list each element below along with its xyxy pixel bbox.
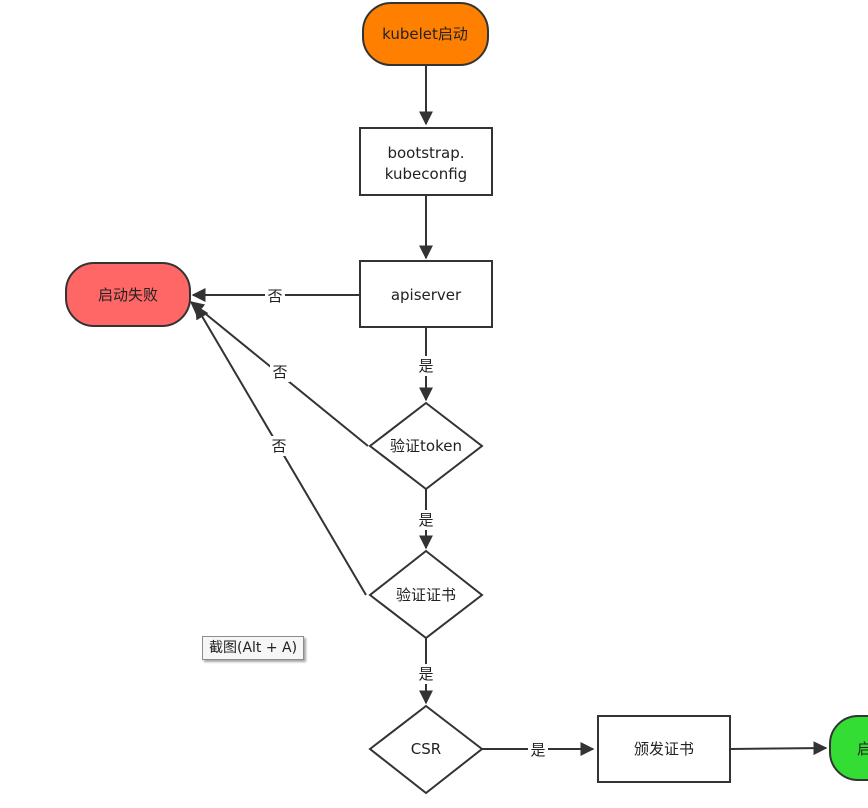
node-verify-cert-label: 验证证书 — [396, 586, 456, 604]
edge-labels: 是 是 是 是 否 否 否 — [265, 286, 548, 759]
node-bootstrap-label-line1: bootstrap. — [387, 144, 464, 162]
node-apiserver: apiserver — [359, 260, 493, 328]
label-yes-token: 是 — [418, 511, 433, 529]
label-no-cert: 否 — [271, 437, 286, 455]
node-verify-token-label: 验证token — [390, 437, 462, 455]
label-yes-csr: 是 — [530, 741, 545, 759]
edge-issue-to-success — [729, 741, 828, 756]
label-no-token: 否 — [272, 363, 287, 381]
node-apiserver-label: apiserver — [391, 286, 462, 304]
node-kubelet-start: kubelet启动 — [362, 2, 489, 66]
label-yes-cert: 是 — [418, 665, 433, 683]
node-csr: CSR — [368, 704, 484, 795]
node-verify-token: 验证token — [368, 401, 484, 491]
node-start-success-label: 启 — [857, 740, 868, 758]
screenshot-tooltip: 截图(Alt + A) — [202, 636, 305, 660]
node-start-success: 启 — [829, 715, 868, 781]
label-yes-apiserver: 是 — [418, 357, 433, 375]
node-issue-cert: 颁发证书 — [597, 715, 731, 783]
node-bootstrap-kubeconfig: bootstrap. kubeconfig — [359, 127, 493, 196]
node-start-failed-label: 启动失败 — [98, 286, 158, 304]
node-csr-label: CSR — [411, 740, 441, 758]
label-no-apiserver: 否 — [267, 287, 282, 305]
node-issue-cert-label: 颁发证书 — [634, 740, 694, 758]
node-start-failed: 启动失败 — [65, 262, 191, 327]
node-bootstrap-label-line2: kubeconfig — [385, 165, 467, 183]
node-kubelet-start-label: kubelet启动 — [382, 25, 468, 43]
node-verify-cert: 验证证书 — [368, 549, 484, 640]
